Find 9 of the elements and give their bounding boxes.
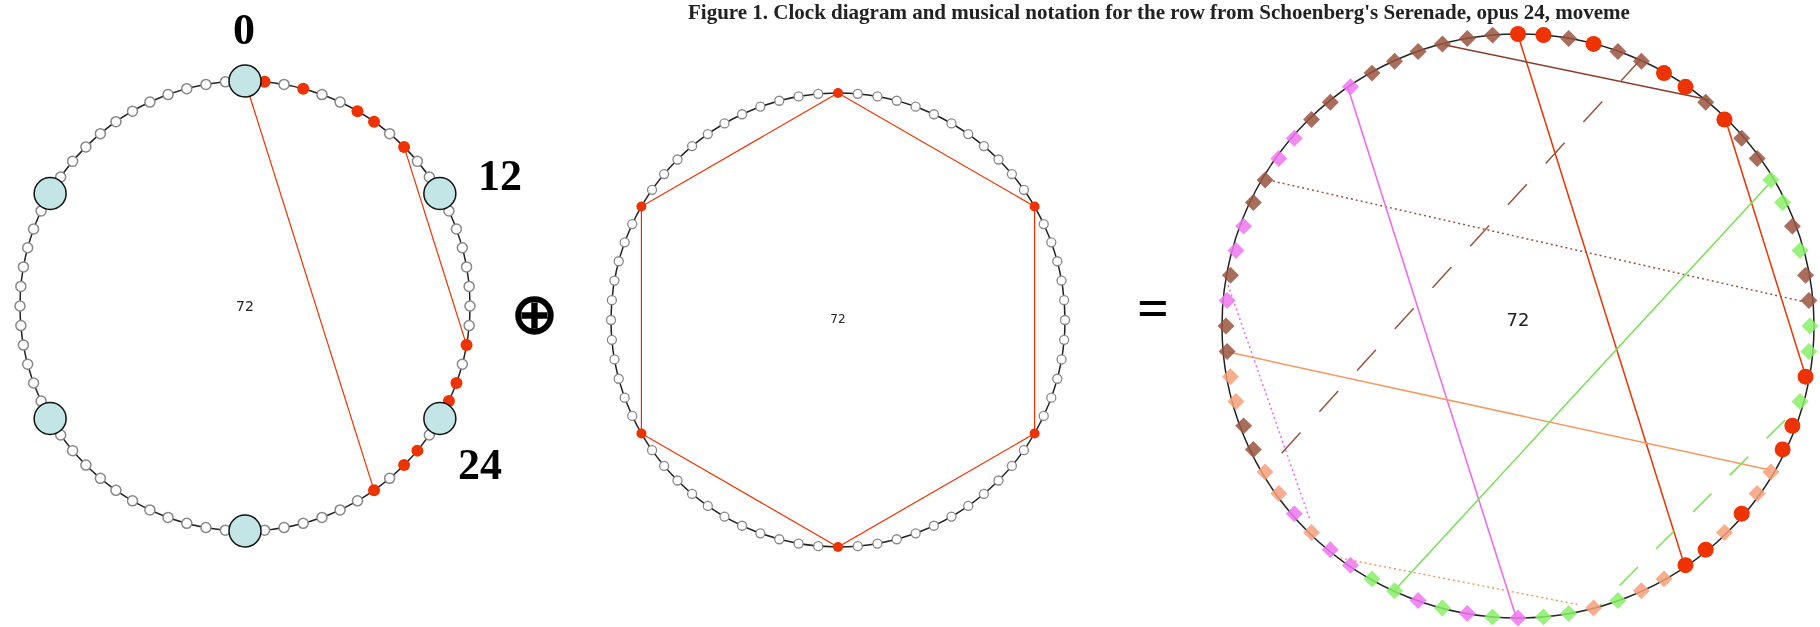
operator-symbol: ⊕ (510, 286, 558, 342)
figure-caption: Figure 1. Clock diagram and musical notation for the row from Schoenberg's Serenade, opus 24, moveme (688, 0, 1630, 24)
circle-center-number: 72 (830, 313, 846, 325)
circle-center-number: 72 (1506, 311, 1530, 329)
operator-symbol: = (1137, 280, 1169, 336)
clock-position-label: 0 (233, 8, 255, 52)
clock-position-label: 24 (458, 443, 502, 487)
clock-position-label: 12 (478, 154, 522, 198)
circle-center-number: 72 (236, 299, 254, 313)
